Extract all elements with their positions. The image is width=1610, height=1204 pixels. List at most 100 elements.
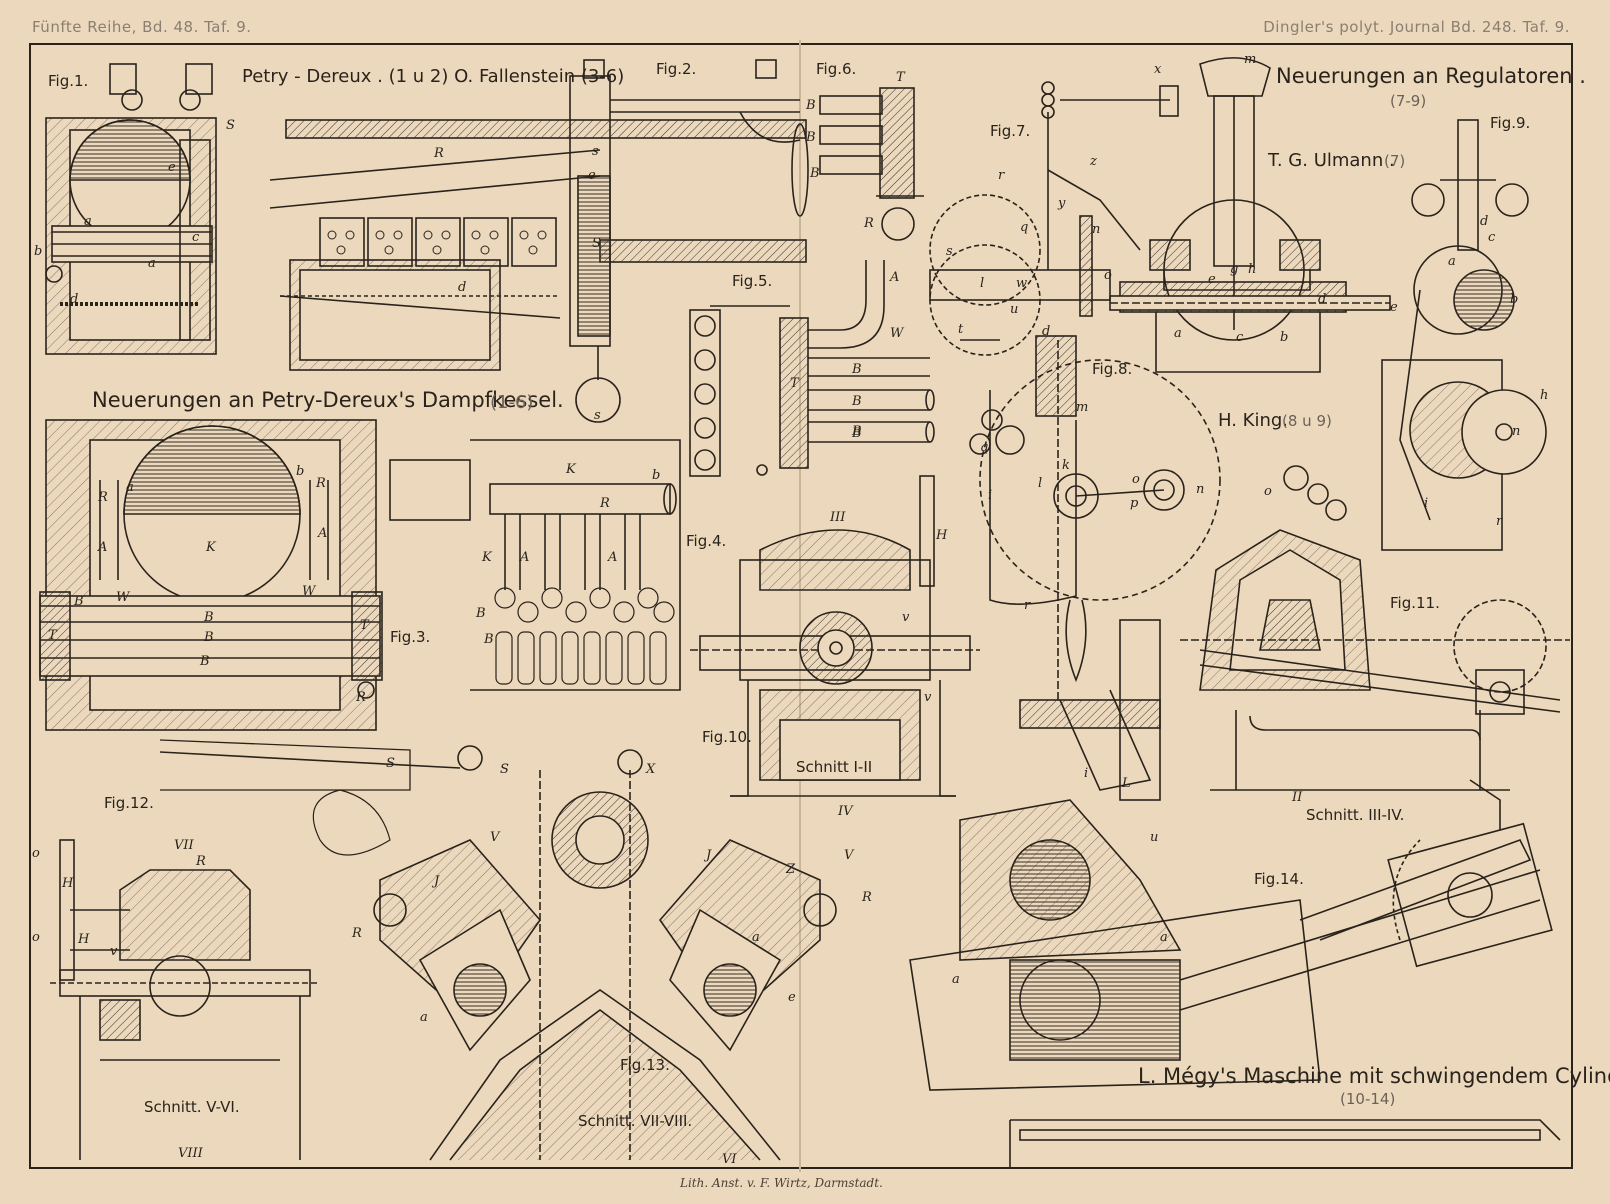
ref-letter: H	[62, 876, 74, 891]
ref-letter: c	[1488, 230, 1496, 245]
ref-letter: a	[148, 256, 156, 271]
ref-letter: R	[356, 690, 366, 705]
ref-letter: b	[1280, 330, 1289, 345]
ref-letter: v	[110, 944, 118, 959]
ref-letter: S	[226, 118, 235, 133]
ref-letter: a	[420, 1010, 428, 1025]
ref-letter: s	[592, 144, 599, 159]
fig3-boiler-front-view	[39, 419, 383, 731]
ref-letter: s	[946, 244, 953, 259]
title-king-range: (8 u 9)	[1282, 412, 1332, 430]
ref-letter: m	[1244, 52, 1257, 67]
ref-letter: g	[1230, 262, 1239, 277]
ref-letter: z	[1090, 154, 1097, 169]
ref-letter: B	[852, 426, 862, 441]
ref-letter: B	[852, 362, 862, 377]
ref-letter: r	[998, 168, 1005, 183]
fig1-label: Fig.1.	[48, 72, 89, 90]
ref-letter: Z	[786, 862, 796, 877]
fig6-tube-fitting	[819, 87, 924, 241]
fig8-regulator-king	[969, 335, 1221, 700]
ref-letter: h	[1540, 388, 1549, 403]
fig11-label: Fig.11.	[1390, 594, 1440, 612]
fig9-label: Fig.9.	[1490, 114, 1531, 132]
fig2-boiler-longitudinal	[269, 59, 809, 423]
ref-letter: e	[1390, 300, 1398, 315]
ref-letter: A	[608, 550, 618, 565]
ref-letter: B	[204, 610, 214, 625]
ref-letter: A	[318, 526, 328, 541]
ref-letter: t	[958, 322, 964, 337]
ref-letter: u	[1150, 830, 1159, 845]
fig7-label: Fig.7.	[990, 122, 1031, 140]
ref-letter: V	[844, 848, 854, 863]
title-ulmann: T. G. Ulmann .	[1268, 150, 1395, 171]
fig9-regulator-king-elevation	[1381, 119, 1547, 551]
ref-letter: e	[588, 168, 596, 183]
ref-letter: T	[896, 70, 905, 85]
fig11-oscillating-cylinder-view	[1180, 465, 1570, 791]
fig5-label: Fig.5.	[732, 272, 773, 290]
ref-letter: l	[1038, 476, 1043, 491]
ref-letter: V	[490, 830, 500, 845]
ref-letter: o	[1104, 268, 1112, 283]
ref-letter: q	[980, 440, 989, 455]
fig1-boiler-cross-section	[45, 63, 217, 355]
section-5-6: Schnitt. V-VI.	[144, 1098, 240, 1116]
ref-letter: d	[458, 280, 467, 295]
ref-letter: o	[1132, 472, 1140, 487]
fig5-header-detail	[689, 260, 935, 477]
fig7-regulator-ulmann	[929, 57, 1391, 373]
fig8-label: Fig.8.	[1092, 360, 1133, 378]
ref-letter: B	[476, 606, 486, 621]
ref-letter: r	[1496, 514, 1503, 529]
fig4-tube-arrangement	[389, 439, 681, 691]
ref-letter: d	[1480, 214, 1489, 229]
ref-letter: a	[1174, 326, 1182, 341]
ref-letter: J	[706, 848, 712, 863]
ref-letter: W	[302, 584, 316, 599]
ref-letter: A	[890, 270, 900, 285]
ref-letter: B	[806, 130, 816, 145]
lithographer-imprint: Lith. Anst. v. F. Wirtz, Darmstadt.	[680, 1176, 883, 1190]
ref-letter: q	[1020, 220, 1029, 235]
ref-letter: B	[484, 632, 494, 647]
ref-letter: d	[1318, 292, 1327, 307]
ref-letter: x	[1154, 62, 1162, 77]
fig4-label: Fig.4.	[686, 532, 727, 550]
ref-letter: IV	[838, 804, 853, 819]
fig12-valve-section	[50, 839, 320, 1160]
ref-letter: K	[566, 462, 576, 477]
fig2-label: Fig.2.	[656, 60, 697, 78]
ref-letter: VII	[174, 838, 194, 853]
ref-letter: e	[1208, 272, 1216, 287]
ref-letter: B	[852, 394, 862, 409]
ref-letter: m	[1076, 400, 1089, 415]
ref-letter: i	[988, 488, 993, 503]
ref-letter: X	[646, 762, 656, 777]
ref-letter: VIII	[178, 1146, 203, 1161]
ref-letter: R	[196, 854, 206, 869]
ref-letter: s	[594, 408, 601, 423]
ref-letter: c	[192, 230, 200, 245]
ref-letter: H	[936, 528, 948, 543]
fig3-label: Fig.3.	[390, 628, 431, 646]
title-megy-range: (10-14)	[1340, 1090, 1396, 1108]
ref-letter: v	[902, 610, 910, 625]
section-1-2: Schnitt I-II	[796, 758, 873, 776]
ref-letter: VI	[722, 1152, 737, 1167]
ref-letter: R	[862, 890, 872, 905]
ref-letter: B	[200, 654, 210, 669]
ref-letter: a	[952, 972, 960, 987]
ref-letter: A	[98, 540, 108, 555]
ref-letter: n	[1196, 482, 1205, 497]
ref-letter: K	[206, 540, 216, 555]
ref-letter: h	[1248, 262, 1257, 277]
ref-letter: b	[652, 468, 661, 483]
ref-letter: b	[34, 244, 43, 259]
ref-letter: i	[1424, 496, 1429, 511]
ref-letter: b	[296, 464, 305, 479]
ref-letter: y	[1058, 196, 1066, 211]
title-petry-authors: Petry - Dereux . (1 u 2) O. Fallenstein …	[242, 66, 625, 87]
